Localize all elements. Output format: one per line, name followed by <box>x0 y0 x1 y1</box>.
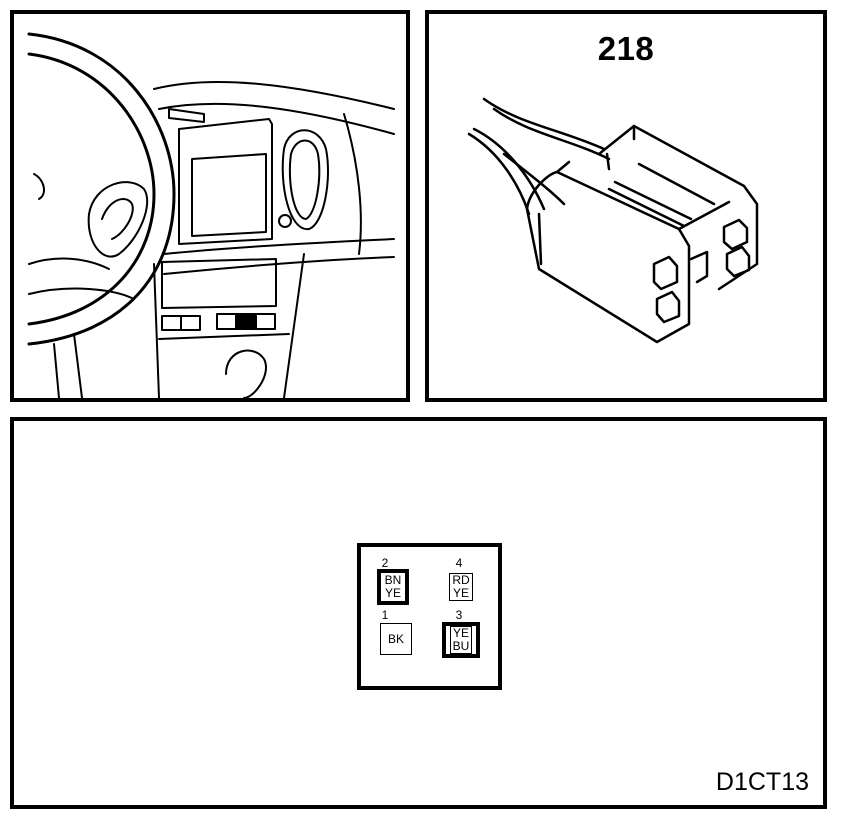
pin-cavity: RD YE <box>445 571 477 603</box>
pin-number: 1 <box>381 608 389 622</box>
wire-color: YE <box>452 626 469 640</box>
pin-number: 4 <box>455 556 463 570</box>
pin-cavity: YE BU <box>442 622 480 658</box>
diagram-code: D1CT13 <box>715 768 809 796</box>
pin-cavity: BK <box>380 623 412 655</box>
location-highlight-marker <box>235 315 257 328</box>
wire-color: BU <box>452 639 470 653</box>
pin-cavity: BN YE <box>377 569 409 605</box>
connector-illustration-panel: 218 <box>425 10 827 402</box>
wire-color: RD <box>452 573 470 587</box>
wire-color: BN <box>384 573 402 587</box>
connector-face: 2 BN YE 4 RD YE 1 BK 3 YE BU <box>357 543 502 690</box>
pin-number: 3 <box>455 608 463 622</box>
pin-number: 2 <box>381 556 389 570</box>
dashboard-illustration <box>27 32 395 398</box>
wire-color: BK <box>387 631 404 646</box>
connector-illustration <box>467 97 759 344</box>
dashboard-location-panel <box>10 10 410 402</box>
wire-color: YE <box>384 586 401 600</box>
pinout-panel: 2 BN YE 4 RD YE 1 BK 3 YE BU D1CT13 <box>10 417 827 809</box>
wire-color: YE <box>452 586 469 600</box>
connector-number: 218 <box>597 30 655 67</box>
